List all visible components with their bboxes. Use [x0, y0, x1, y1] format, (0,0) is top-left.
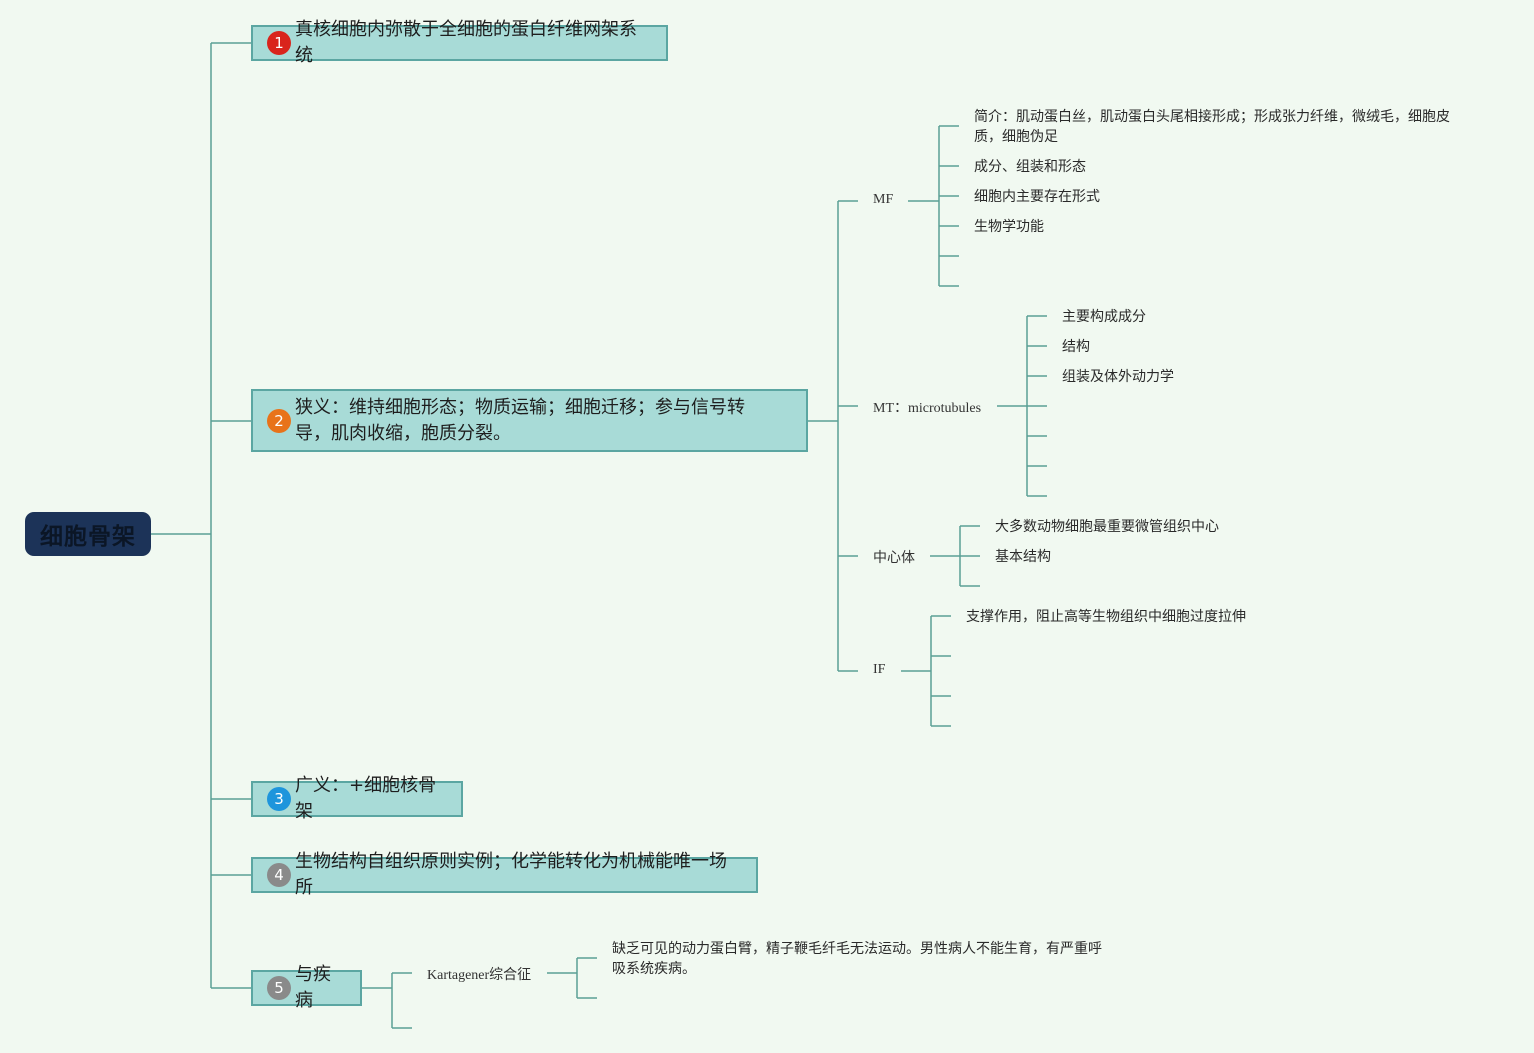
if-leaf-support-text: 支撑作用，阻止高等生物组织中细胞过度拉伸	[966, 609, 1246, 625]
branch-5-label: 与疾病	[295, 964, 331, 1011]
branch-4[interactable]: 4 生物结构自组织原则实例；化学能转化为机械能唯一场所	[251, 851, 758, 898]
subtopic-centrosome[interactable]: 中心体	[873, 547, 915, 567]
mf-leaf-composition[interactable]: 成分、组装和形态	[974, 157, 1086, 177]
branch-2-label: 狭义：维持细胞形态；物质运输；细胞迁移；参与信号转导，肌肉收缩，胞质分裂。	[295, 396, 745, 444]
branch-1-label: 真核细胞内弥散于全细胞的蛋白纤维网架系统	[295, 19, 637, 66]
mt-leaf-assembly[interactable]: 组装及体外动力学	[1062, 367, 1174, 387]
subtopic-mt-label: MT：microtubules	[873, 401, 982, 416]
mf-leaf-intro[interactable]: 简介：肌动蛋白丝，肌动蛋白头尾相接形成；形成张力纤维，微绒毛，细胞皮质，细胞伪足	[974, 107, 1454, 147]
mf-leaf-intro-text: 简介：肌动蛋白丝，肌动蛋白头尾相接形成；形成张力纤维，微绒毛，细胞皮质，细胞伪足	[974, 109, 1450, 145]
branch-5[interactable]: 5 与疾病	[251, 964, 362, 1011]
number-badge-3: 3	[267, 787, 291, 811]
mt-leaf-structure-text: 结构	[1062, 339, 1090, 355]
branch-2[interactable]: 2 狭义：维持细胞形态；物质运输；细胞迁移；参与信号转导，肌肉收缩，胞质分裂。	[251, 389, 808, 452]
subtopic-mf-label: MF	[873, 192, 894, 207]
subtopic-mf[interactable]: MF	[873, 192, 893, 208]
mt-leaf-components[interactable]: 主要构成成分	[1062, 307, 1146, 327]
mf-leaf-form-text: 细胞内主要存在形式	[974, 189, 1100, 205]
number-badge-1: 1	[267, 31, 291, 55]
subtopic-centrosome-label: 中心体	[873, 550, 915, 566]
mt-leaf-structure[interactable]: 结构	[1062, 337, 1090, 357]
root-topic-label: 细胞骨架	[40, 524, 136, 550]
number-badge-4: 4	[267, 863, 291, 887]
branch-3-label: 广义：+细胞核骨架	[295, 775, 437, 822]
centrosome-leaf-mtoc[interactable]: 大多数动物细胞最重要微管组织中心	[995, 517, 1219, 537]
mf-leaf-function[interactable]: 生物学功能	[974, 217, 1044, 237]
subtopic-mt[interactable]: MT：microtubules	[873, 397, 981, 417]
centrosome-leaf-mtoc-text: 大多数动物细胞最重要微管组织中心	[995, 519, 1219, 535]
branch-4-label: 生物结构自组织原则实例；化学能转化为机械能唯一场所	[295, 851, 727, 898]
kartagener-leaf-description-text: 缺乏可见的动力蛋白臂，精子鞭毛纤毛无法运动。男性病人不能生育，有严重呼吸系统疾病…	[612, 941, 1102, 977]
kartagener-leaf-description[interactable]: 缺乏可见的动力蛋白臂，精子鞭毛纤毛无法运动。男性病人不能生育，有严重呼吸系统疾病…	[612, 939, 1112, 979]
subtopic-kartagener-label: Kartagener综合征	[427, 968, 532, 983]
root-topic[interactable]: 细胞骨架	[25, 512, 151, 556]
number-badge-5: 5	[267, 976, 291, 1000]
centrosome-leaf-structure[interactable]: 基本结构	[995, 547, 1051, 567]
branch-1[interactable]: 1 真核细胞内弥散于全细胞的蛋白纤维网架系统	[251, 19, 668, 66]
branch-3[interactable]: 3 广义：+细胞核骨架	[251, 775, 463, 822]
number-badge-2: 2	[267, 408, 291, 433]
mf-leaf-function-text: 生物学功能	[974, 219, 1044, 235]
subtopic-if[interactable]: IF	[873, 662, 885, 678]
mf-leaf-form[interactable]: 细胞内主要存在形式	[974, 187, 1100, 207]
subtopic-if-label: IF	[873, 662, 886, 677]
subtopic-kartagener[interactable]: Kartagener综合征	[427, 964, 531, 984]
if-leaf-support[interactable]: 支撑作用，阻止高等生物组织中细胞过度拉伸	[966, 607, 1246, 627]
centrosome-leaf-structure-text: 基本结构	[995, 549, 1051, 565]
mt-leaf-components-text: 主要构成成分	[1062, 309, 1146, 325]
mf-leaf-composition-text: 成分、组装和形态	[974, 159, 1086, 175]
mt-leaf-assembly-text: 组装及体外动力学	[1062, 369, 1174, 385]
